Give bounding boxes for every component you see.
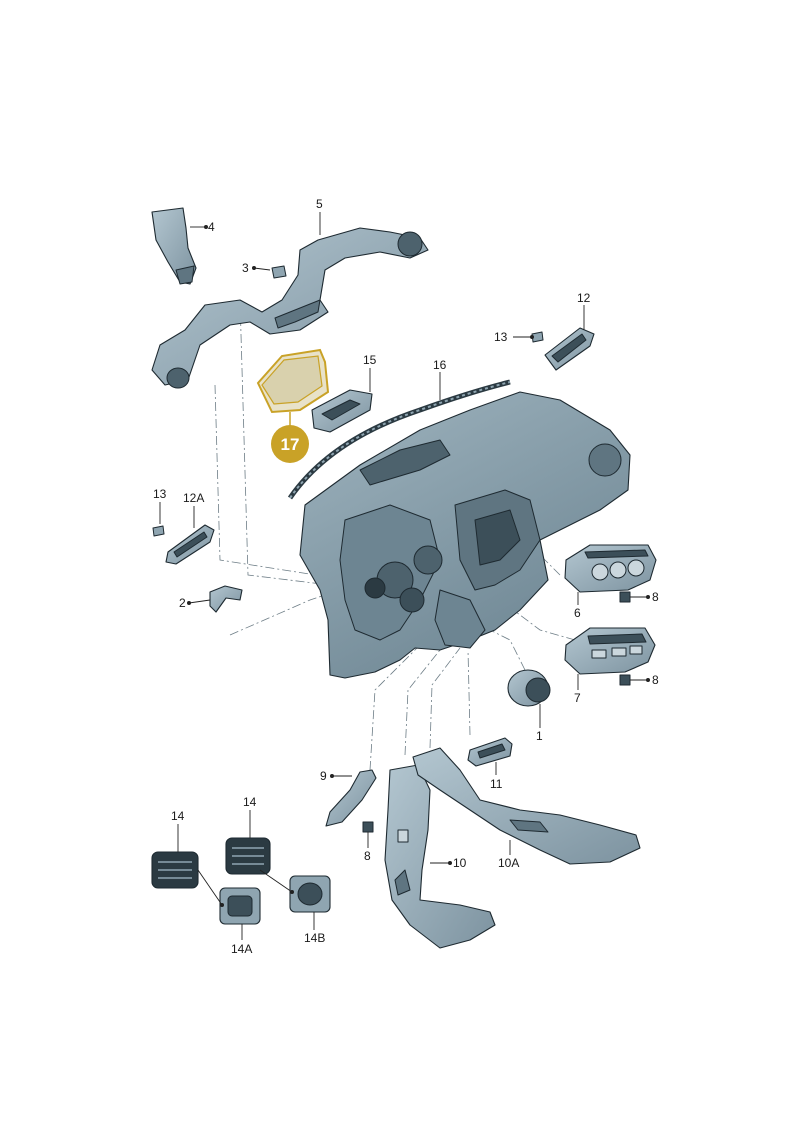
label-2: 2 — [179, 596, 186, 610]
label-6: 6 — [574, 606, 581, 620]
label-13-left: 13 — [153, 487, 167, 501]
label-3: 3 — [242, 261, 249, 275]
part-9-bracket — [325, 769, 377, 827]
label-14-left: 14 — [171, 809, 185, 823]
part-5-air-duct — [151, 227, 429, 389]
part-17-badge[interactable] — [271, 425, 309, 463]
part-2-cover — [209, 585, 243, 613]
part-10-footwell-duct — [384, 764, 496, 949]
part-12a-vent-trim — [165, 524, 215, 565]
label-1: 1 — [536, 729, 543, 743]
label-15: 15 — [363, 353, 377, 367]
label-11: 11 — [490, 777, 503, 791]
dashboard-panel — [299, 391, 631, 679]
assembly-guide-lines — [214, 299, 576, 771]
label-10a: 10A — [498, 856, 519, 870]
part-16-seal-strip — [287, 379, 511, 500]
part-14-vent-left — [151, 851, 199, 889]
part-10a-footwell-duct — [412, 747, 641, 865]
part-6-vent-panel — [564, 544, 657, 593]
part-3-clip — [271, 265, 287, 279]
label-12a: 12A — [183, 491, 204, 505]
part-8-screws — [362, 591, 631, 833]
part-4-air-duct — [151, 207, 197, 285]
part-13-clip-left — [152, 525, 165, 537]
part-1-round-vent — [507, 669, 551, 707]
part-12-vent-trim — [544, 327, 595, 371]
label-14b: 14B — [304, 931, 325, 945]
label-8-c: 8 — [364, 849, 371, 863]
label-13-top: 13 — [494, 330, 508, 344]
part-17-badge-label: 17 — [281, 435, 300, 454]
label-9: 9 — [320, 769, 327, 783]
part-14b-vent-frame — [289, 875, 331, 913]
part-17-highlighted-compartment: 17 — [256, 348, 330, 463]
label-4: 4 — [208, 220, 215, 234]
label-14a: 14A — [231, 942, 252, 956]
part-labels: 4 5 3 12 13 15 16 13 12A 2 6 8 7 8 1 11 … — [153, 197, 659, 956]
part-13-clip-top — [531, 331, 544, 343]
part-11-switch — [467, 737, 513, 767]
part-7-vent-panel — [564, 627, 656, 675]
label-8-a: 8 — [652, 590, 659, 604]
label-12: 12 — [577, 291, 591, 305]
label-16: 16 — [433, 358, 447, 372]
label-10: 10 — [453, 856, 467, 870]
label-5: 5 — [316, 197, 323, 211]
part-15-center-vent — [311, 389, 373, 433]
leader-lines — [159, 212, 650, 940]
part-14a-vent-frame — [219, 887, 261, 925]
part-14-vent-right — [225, 837, 271, 875]
label-14-right: 14 — [243, 795, 257, 809]
label-8-b: 8 — [652, 673, 659, 687]
label-7: 7 — [574, 691, 581, 705]
